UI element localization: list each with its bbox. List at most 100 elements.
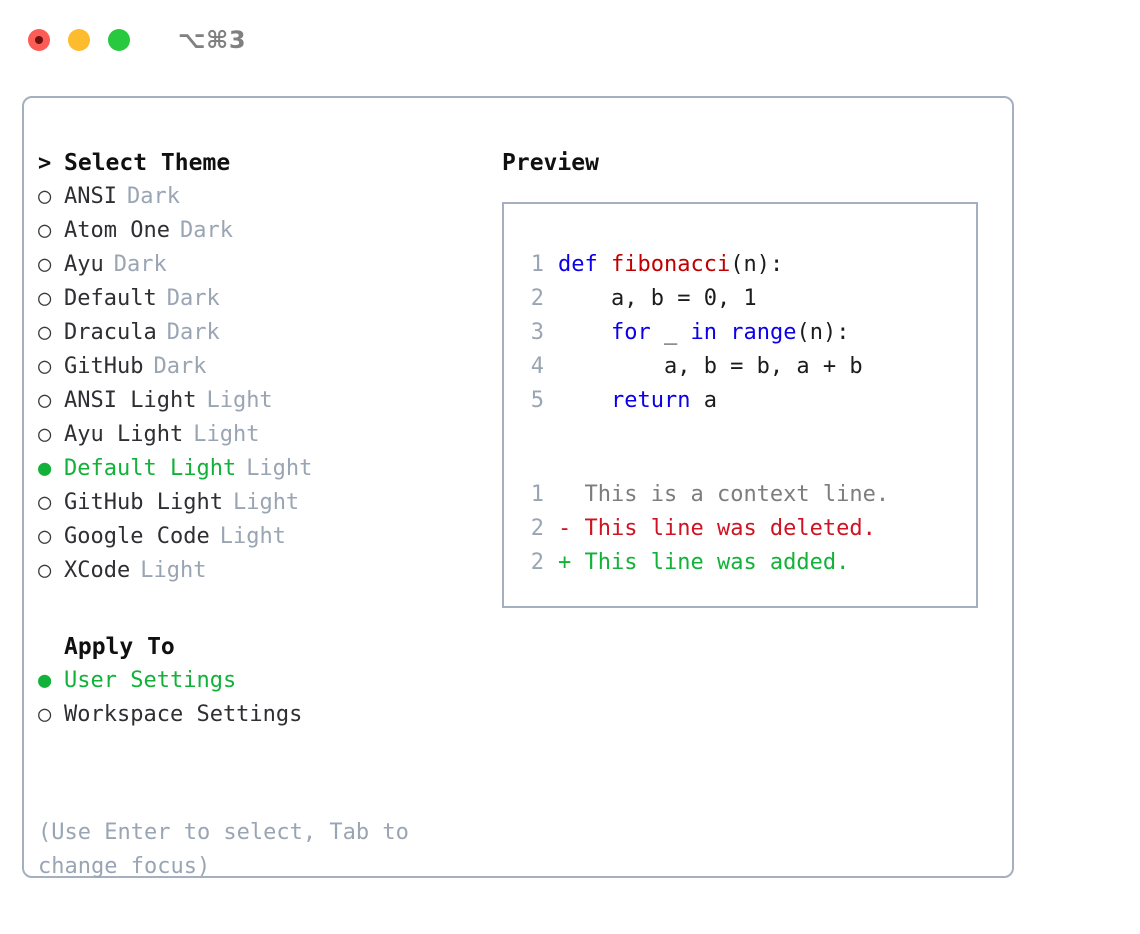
section-gap: [38, 588, 488, 630]
theme-item-label: ANSI: [64, 184, 117, 209]
code-line: 4 a, b = b, a + b: [516, 350, 970, 384]
apply-to-heading: Apply To: [38, 630, 488, 664]
theme-item-label: Ayu Light: [64, 422, 184, 447]
diff-text: [571, 478, 584, 512]
theme-item-label: Dracula: [64, 320, 157, 345]
preview-column: Preview 1 def fibonacci (n): 2 a, b: [502, 146, 1002, 608]
code-token-plain: a: [690, 388, 717, 413]
theme-item-tag: Dark: [166, 320, 220, 345]
diff-line-text: This line was added.: [584, 550, 850, 575]
line-number: 5: [530, 388, 544, 413]
keyboard-hint: (Use Enter to select, Tab to change focu…: [38, 820, 423, 879]
radio-selected-icon[interactable]: ●: [38, 456, 52, 481]
theme-item-label: GitHub Light: [64, 490, 223, 515]
theme-item-xcode[interactable]: ○ XCode Light: [38, 554, 488, 588]
main-panel: > Select Theme ○ ANSI Dark ○ Atom One Da…: [22, 96, 1014, 879]
apply-to-item-user-settings[interactable]: ● User Settings: [38, 664, 488, 698]
apply-to-list: ● User Settings ○ Workspace Settings: [38, 664, 488, 732]
theme-item-tag: Dark: [179, 218, 233, 243]
theme-item-label: XCode: [64, 558, 131, 583]
radio-icon[interactable]: ○: [38, 286, 52, 311]
code-token-keyword: for: [610, 320, 651, 345]
code-line: 3 for _ in range (n):: [516, 316, 970, 350]
radio-icon[interactable]: ○: [38, 702, 52, 727]
theme-item-ayu[interactable]: ○ Ayu Dark: [38, 248, 488, 282]
theme-item-default[interactable]: ○ Default Dark: [38, 282, 488, 316]
diff-text: [571, 512, 584, 546]
code-token-function: fibonacci: [610, 252, 731, 277]
line-number: 3: [530, 320, 544, 345]
radio-icon[interactable]: ○: [38, 320, 52, 345]
code-token-plain: [717, 316, 730, 350]
code-token-plain: a, b = b, a + b: [558, 354, 863, 379]
apply-to-label: Apply To: [64, 634, 175, 660]
diff-line-deleted: 2 - This line was deleted.: [516, 512, 970, 546]
minimize-button[interactable]: [68, 29, 90, 51]
preview-code-box: 1 def fibonacci (n): 2 a, b = 0, 1 3: [502, 202, 978, 608]
theme-item-tag: Dark: [153, 354, 207, 379]
theme-item-google-code[interactable]: ○ Google Code Light: [38, 520, 488, 554]
code-token-plain: [558, 316, 611, 350]
theme-item-label: ANSI Light: [64, 388, 197, 413]
code-token-keyword: in: [690, 320, 717, 345]
theme-item-default-light[interactable]: ● Default Light Light: [38, 452, 488, 486]
theme-picker-column: > Select Theme ○ ANSI Dark ○ Atom One Da…: [38, 146, 488, 732]
select-theme-heading: > Select Theme: [38, 146, 488, 180]
code-line: 5 return a: [516, 384, 970, 418]
theme-item-tag: Light: [246, 456, 313, 481]
apply-to-item-workspace-settings[interactable]: ○ Workspace Settings: [38, 698, 488, 732]
radio-icon[interactable]: ○: [38, 218, 52, 243]
theme-item-tag: Light: [193, 422, 260, 447]
radio-icon[interactable]: ○: [38, 422, 52, 447]
code-token-keyword: return: [610, 388, 691, 413]
maximize-button[interactable]: [108, 29, 130, 51]
radio-icon[interactable]: ○: [38, 490, 52, 515]
radio-icon[interactable]: ○: [38, 524, 52, 549]
radio-icon[interactable]: ○: [38, 558, 52, 583]
line-number: 1: [530, 252, 544, 277]
theme-item-atom-one[interactable]: ○ Atom One Dark: [38, 214, 488, 248]
radio-selected-icon[interactable]: ●: [38, 668, 52, 693]
code-token-plain: _: [650, 320, 691, 345]
diff-marker: -: [558, 516, 572, 541]
line-number: 1: [530, 482, 544, 507]
line-number: 2: [530, 550, 544, 575]
diff-line-context: 1 This is a context line.: [516, 478, 970, 512]
close-button[interactable]: [28, 29, 50, 51]
window-controls: [28, 29, 130, 51]
theme-item-label: GitHub: [64, 354, 144, 379]
code-token-keyword: def: [558, 252, 611, 277]
theme-item-github-light[interactable]: ○ GitHub Light Light: [38, 486, 488, 520]
diff-line-added: 2 + This line was added.: [516, 546, 970, 580]
line-number: 2: [530, 286, 544, 311]
theme-item-ayu-light[interactable]: ○ Ayu Light Light: [38, 418, 488, 452]
theme-item-label: Default: [64, 286, 157, 311]
code-token-plain: [558, 384, 611, 418]
theme-item-dracula[interactable]: ○ Dracula Dark: [38, 316, 488, 350]
diff-text: [571, 546, 584, 580]
theme-item-github[interactable]: ○ GitHub Dark: [38, 350, 488, 384]
code-token-builtin: range: [730, 320, 797, 345]
theme-item-tag: Light: [206, 388, 273, 413]
radio-icon[interactable]: ○: [38, 252, 52, 277]
diff-marker: +: [558, 550, 572, 575]
theme-item-ansi[interactable]: ○ ANSI Dark: [38, 180, 488, 214]
theme-item-tag: Light: [232, 490, 300, 515]
apply-to-item-label: User Settings: [64, 668, 237, 693]
apply-to-bullet-spacer: [38, 631, 64, 665]
theme-item-label: Default Light: [64, 456, 237, 481]
radio-icon[interactable]: ○: [38, 388, 52, 413]
line-number: 4: [530, 354, 544, 379]
radio-icon[interactable]: ○: [38, 184, 52, 209]
caret-icon: >: [38, 151, 52, 176]
theme-item-tag: Light: [219, 524, 286, 549]
line-number: 2: [530, 516, 544, 541]
code-line: 2 a, b = 0, 1: [516, 282, 970, 316]
preview-title: Preview: [502, 150, 599, 176]
radio-icon[interactable]: ○: [38, 354, 52, 379]
diff-line-text: This is a context line.: [584, 482, 890, 507]
code-diff-gap: [516, 418, 970, 478]
theme-item-ansi-light[interactable]: ○ ANSI Light Light: [38, 384, 488, 418]
window-title: ⌥⌘3: [178, 26, 247, 54]
theme-item-tag: Dark: [166, 286, 220, 311]
